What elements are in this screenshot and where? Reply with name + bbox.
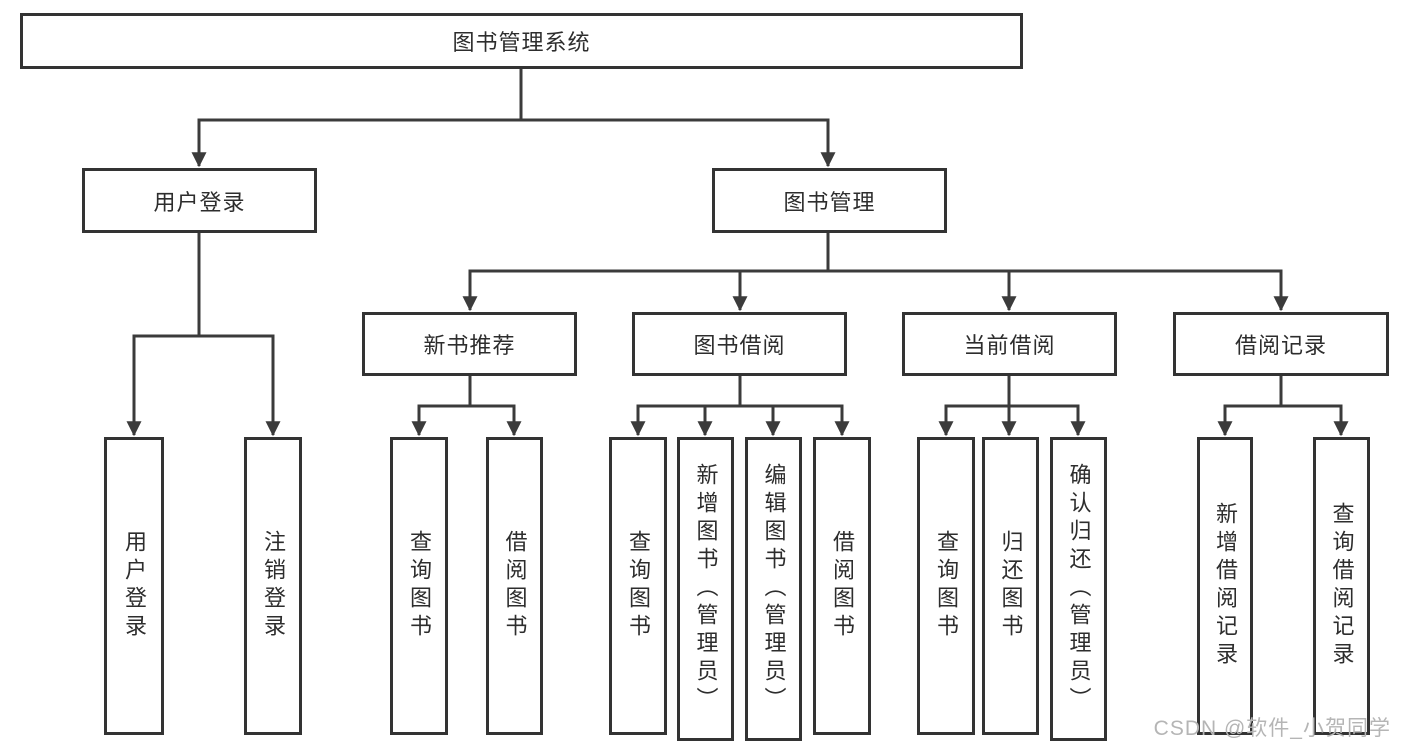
leaf-user-login: 用户登录 xyxy=(104,437,164,735)
node-label: 查询图书 xyxy=(934,530,959,642)
leaf-logout: 注销登录 xyxy=(244,437,302,735)
leaf-query-borrow-record: 查询借阅记录 xyxy=(1313,437,1370,735)
node-label: 确认归还（管理员） xyxy=(1066,463,1092,715)
node-label: 归还图书 xyxy=(998,530,1024,642)
node-label: 图书借阅 xyxy=(693,333,786,358)
leaf-add-books-admin: 新增图书（管理员） xyxy=(677,437,734,741)
node-label: 新书推荐 xyxy=(423,333,516,358)
node-current-borrowing: 当前借阅 xyxy=(902,312,1117,376)
node-label: 新增图书（管理员） xyxy=(693,463,719,715)
leaf-query-books-current: 查询图书 xyxy=(917,437,975,735)
node-label: 当前借阅 xyxy=(963,333,1056,358)
node-label: 借阅图书 xyxy=(830,530,855,642)
node-label: 查询图书 xyxy=(626,530,651,642)
node-label: 查询借阅记录 xyxy=(1329,502,1355,670)
node-label: 编辑图书（管理员） xyxy=(761,463,787,715)
node-label: 用户登录 xyxy=(122,530,147,642)
leaf-borrow-books-borrowing: 借阅图书 xyxy=(813,437,871,735)
node-label: 用户登录 xyxy=(153,189,246,215)
node-label: 图书管理 xyxy=(783,189,876,215)
node-label: 图书管理系统 xyxy=(452,30,591,55)
node-book-management: 图书管理 xyxy=(712,168,947,233)
node-library-management-system: 图书管理系统 xyxy=(20,13,1023,69)
leaf-confirm-return-admin: 确认归还（管理员） xyxy=(1050,437,1107,741)
node-label: 新增借阅记录 xyxy=(1213,502,1238,670)
leaf-borrow-books-recommend: 借阅图书 xyxy=(486,437,543,735)
node-label: 查询图书 xyxy=(407,530,432,642)
node-borrowing-records: 借阅记录 xyxy=(1173,312,1389,376)
leaf-add-borrow-record: 新增借阅记录 xyxy=(1197,437,1253,735)
node-user-login: 用户登录 xyxy=(82,168,317,233)
node-label: 借阅记录 xyxy=(1234,333,1327,358)
leaf-query-books-recommend: 查询图书 xyxy=(390,437,448,735)
node-book-borrowing: 图书借阅 xyxy=(632,312,847,376)
node-new-book-recommendation: 新书推荐 xyxy=(362,312,577,376)
leaf-edit-books-admin: 编辑图书（管理员） xyxy=(745,437,802,741)
leaf-query-books-borrowing: 查询图书 xyxy=(609,437,667,735)
node-label: 借阅图书 xyxy=(502,530,528,642)
leaf-return-books: 归还图书 xyxy=(982,437,1039,735)
node-label: 注销登录 xyxy=(261,530,286,642)
